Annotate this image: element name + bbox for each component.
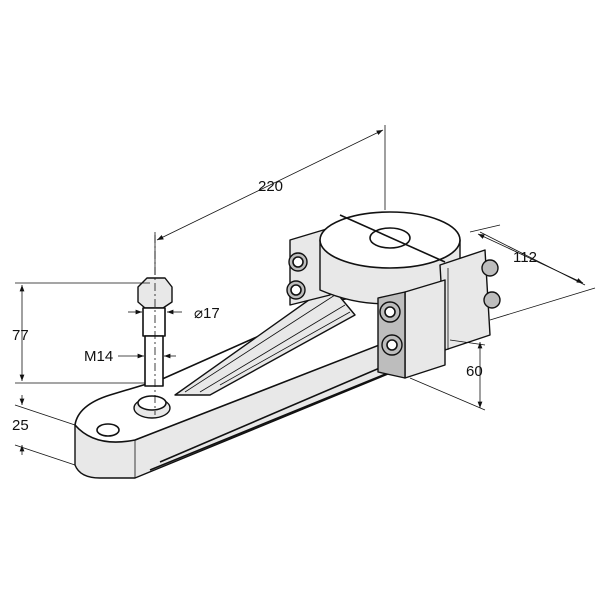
dimension-bolt-thread: M14 [84, 348, 113, 365]
dimension-bolt-length: 77 [12, 327, 29, 344]
dimension-lines [14, 125, 596, 466]
dimension-clamp-height: 60 [466, 363, 483, 380]
dimension-length: 220 [258, 178, 283, 195]
arm-body [74, 284, 421, 479]
dimension-lug-thickness: 25 [12, 417, 29, 434]
bolt-head [137, 277, 173, 309]
lug-hole [96, 423, 120, 437]
bolt [137, 235, 173, 415]
dimension-clamp-width: 112 [513, 249, 537, 266]
clamp [289, 211, 491, 379]
clamp-nuts [286, 252, 501, 356]
dimension-bolt-diameter: ⌀17 [194, 305, 220, 322]
